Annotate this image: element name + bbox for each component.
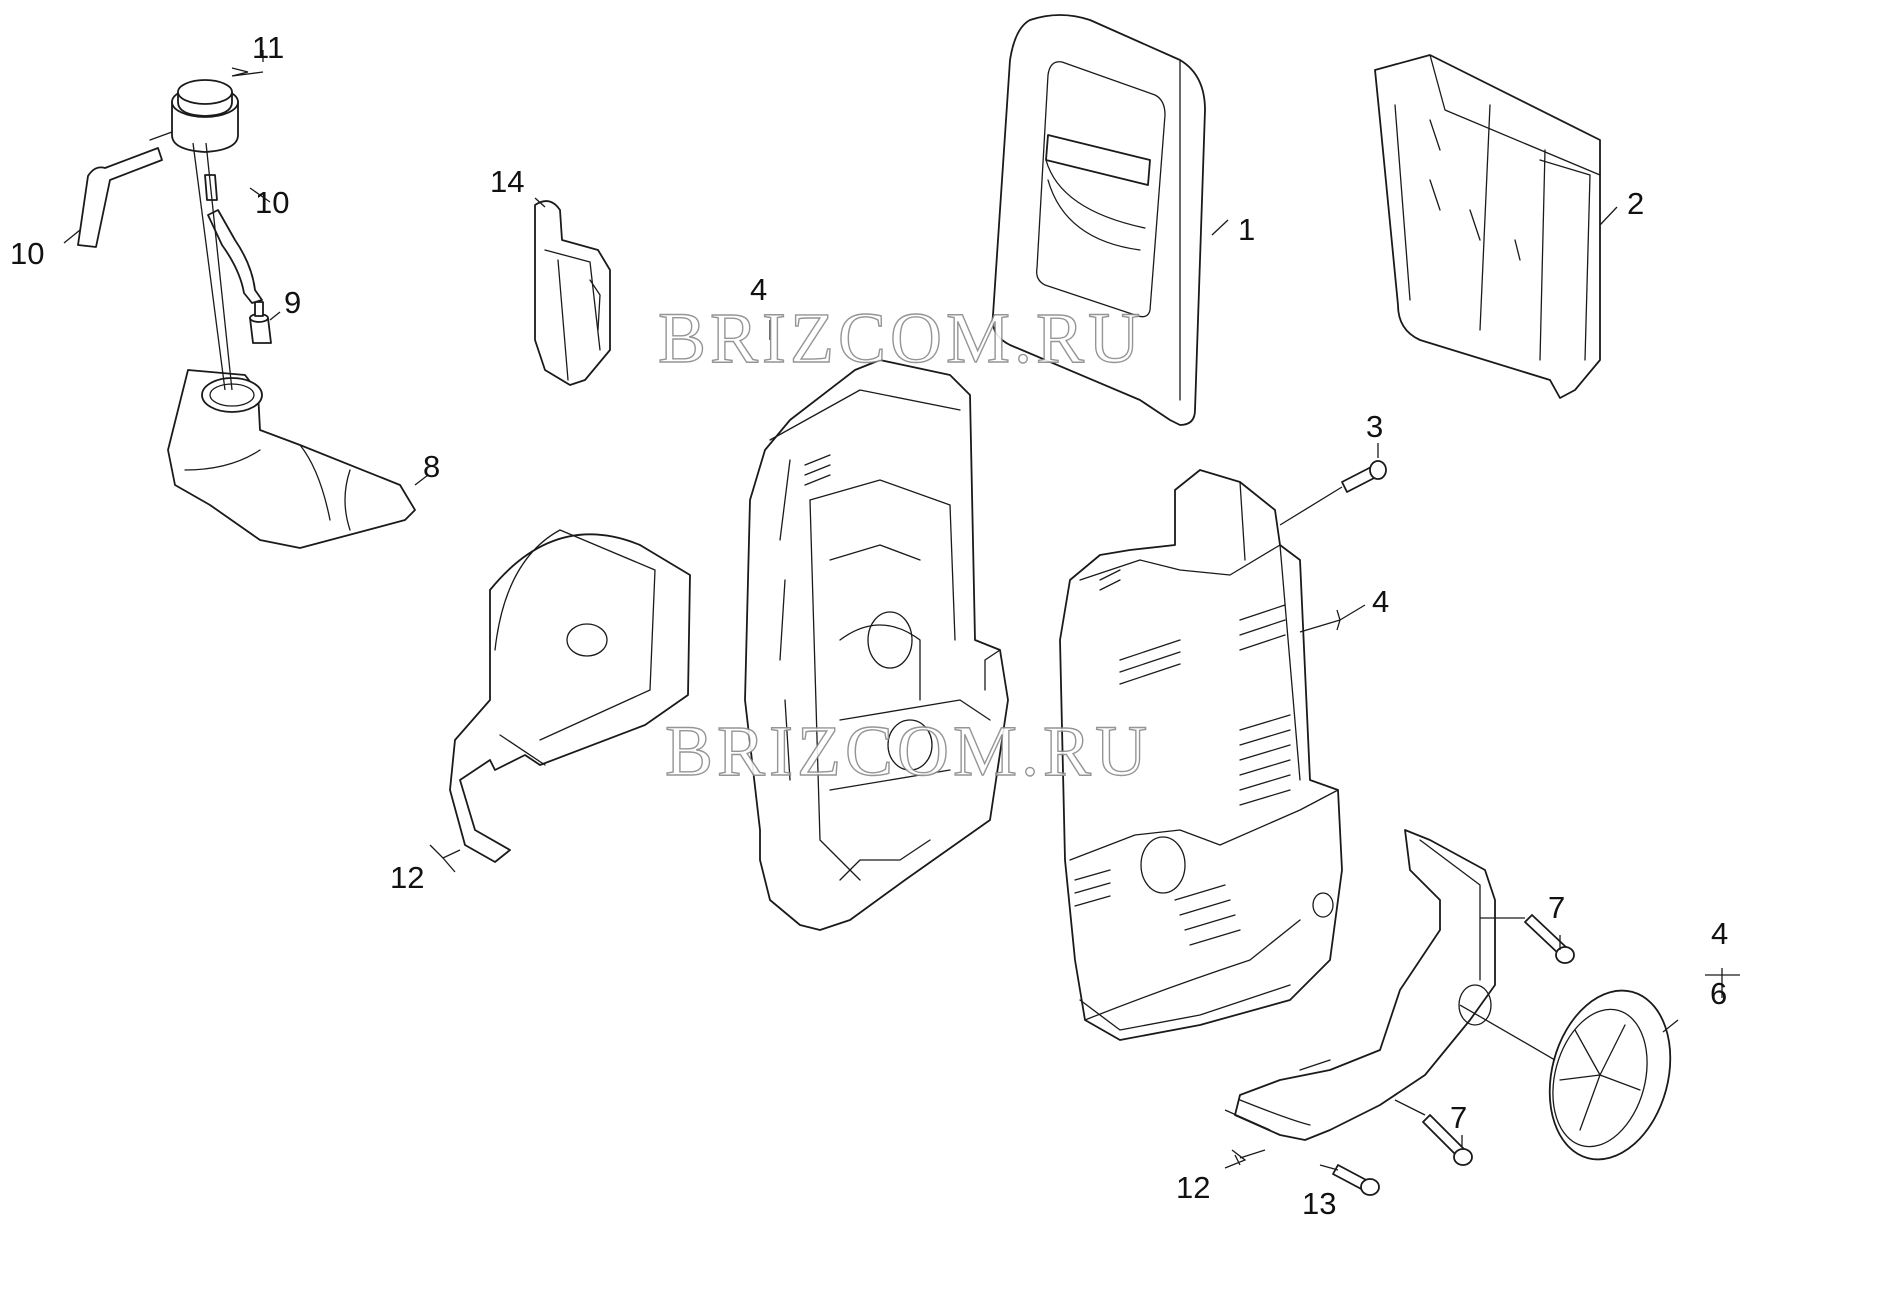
part-10-hoses [77, 147, 263, 304]
part-13-screw [1332, 1164, 1380, 1196]
callout-8: 8 [423, 449, 440, 484]
callout-4-left-housing: 4 [750, 272, 767, 307]
watermark-upper: BRIZCOM.RU [658, 298, 1144, 378]
callout-4-wheel: 4 [1711, 916, 1728, 951]
callout-3: 3 [1366, 409, 1383, 444]
part-7-screws [1422, 914, 1575, 1166]
part-8-tank [167, 369, 416, 549]
callout-2: 2 [1627, 186, 1644, 221]
callout-labels: 1 2 3 4 4 4 6 7 7 8 9 10 10 11 12 12 13 … [10, 30, 1728, 1221]
part-4-housing-right [1059, 469, 1343, 1041]
part-3-screw [1341, 460, 1387, 493]
callout-14: 14 [490, 164, 524, 199]
callout-10-right: 10 [255, 185, 289, 220]
callout-7-upper: 7 [1548, 890, 1565, 925]
callout-9: 9 [284, 285, 301, 320]
callout-1: 1 [1238, 212, 1255, 247]
part-2-rear-cover [1374, 54, 1601, 399]
callout-12-right: 12 [1176, 1170, 1210, 1205]
callout-7-lower: 7 [1450, 1100, 1467, 1135]
part-4-housing-left [744, 359, 1009, 931]
part-9-fitting [249, 301, 272, 344]
part-12-side-cover-right [1234, 829, 1496, 1141]
watermarks: BRIZCOM.RU BRIZCOM.RU [657, 297, 1151, 791]
part-11-cap [149, 79, 239, 153]
callout-4-right-housing: 4 [1372, 584, 1389, 619]
callout-6: 6 [1710, 976, 1727, 1011]
callout-13: 13 [1302, 1186, 1336, 1221]
part-12-side-cover-left [449, 529, 691, 863]
part-6-wheel [1548, 989, 1672, 1161]
callout-12-left: 12 [390, 860, 424, 895]
callout-11: 11 [252, 30, 284, 65]
part-1-handle [991, 14, 1206, 426]
leader-lines [63, 50, 1740, 1171]
watermark-lower: BRIZCOM.RU [665, 711, 1151, 791]
part-14-holder [534, 200, 611, 386]
callout-10-left: 10 [10, 236, 44, 271]
